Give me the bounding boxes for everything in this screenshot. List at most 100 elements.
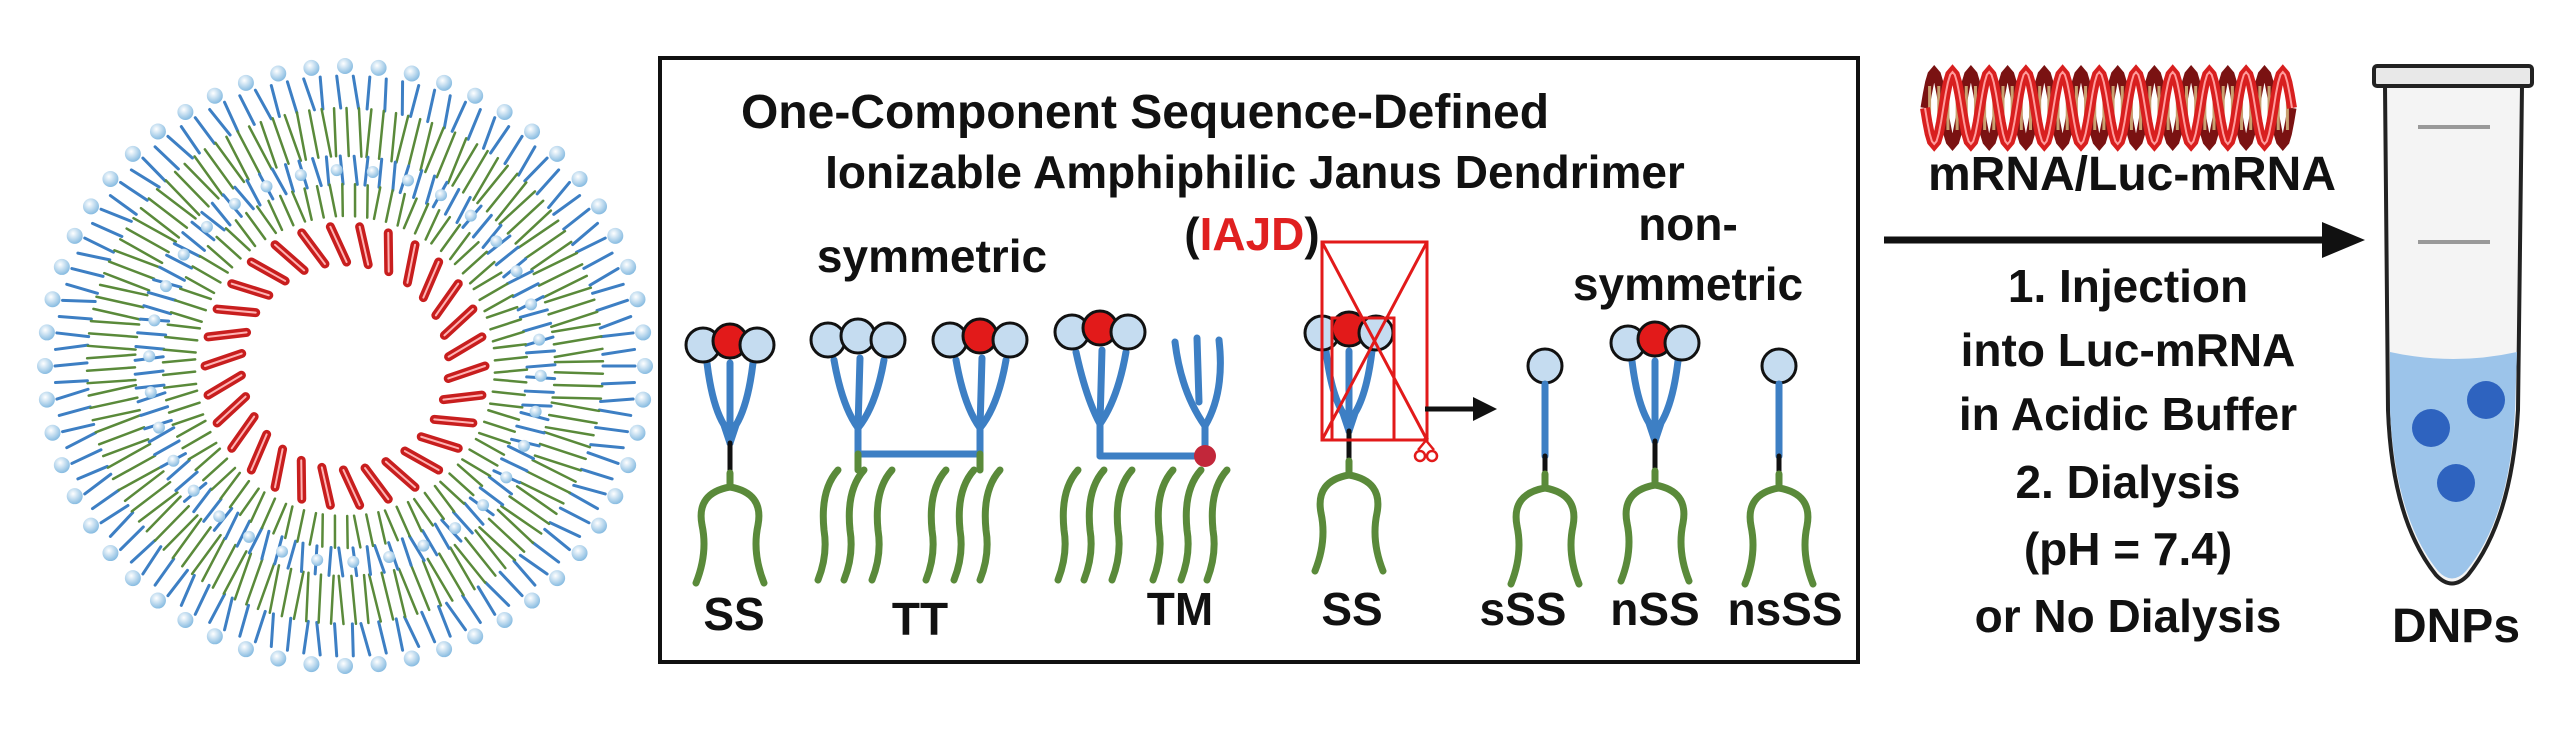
membrane-chain: [113, 249, 161, 269]
hydrophobic-tail: [1507, 470, 1549, 588]
membrane-chain: [478, 486, 505, 507]
membrane-chain: [201, 536, 226, 583]
membrane-chain: [365, 545, 373, 576]
membrane-chain: [426, 557, 454, 602]
membrane-chain: [453, 543, 487, 584]
lipid-head: [525, 298, 538, 311]
encapsulated-mrna-highlight: [447, 365, 486, 380]
membrane-chain: [558, 506, 591, 525]
process-step-line: 2. Dialysis: [2015, 456, 2240, 508]
lipid-head: [44, 291, 61, 308]
membrane-chain: [515, 485, 558, 516]
membrane-chain: [437, 604, 452, 638]
lipid-head: [534, 369, 547, 382]
lipid-head: [620, 258, 637, 275]
lipid-head: [435, 189, 448, 202]
hydrophilic-head: [991, 321, 1029, 359]
membrane-chain: [435, 131, 457, 179]
membrane-chain: [492, 343, 527, 350]
lipid-head: [206, 628, 223, 645]
membrane-chain: [76, 251, 112, 262]
membrane-chain: [267, 199, 284, 232]
lipid-head: [383, 550, 396, 563]
lipid-head: [177, 103, 194, 120]
membrane-chain: [448, 472, 475, 497]
membrane-chain: [496, 508, 535, 545]
membrane-chain: [530, 240, 573, 271]
encapsulated-mrna-highlight: [443, 308, 474, 337]
hydrophilic-branch: [1345, 347, 1376, 435]
membrane-chain: [332, 106, 338, 158]
membrane-chain: [55, 387, 90, 401]
nonsymmetric-label-line1: non-: [1638, 198, 1738, 250]
hydrophilic-head: [1760, 347, 1798, 385]
membrane-chain: [238, 487, 260, 517]
encapsulated-mrna-highlight: [447, 335, 483, 358]
membrane-chain: [451, 143, 479, 187]
membrane-chain: [162, 514, 199, 551]
membrane-chain: [269, 612, 275, 648]
membrane-chain: [478, 282, 509, 302]
membrane-chain: [597, 408, 633, 417]
membrane-chain: [208, 592, 227, 624]
lipid-head: [620, 457, 637, 474]
membrane-chain: [463, 501, 485, 526]
membrane-chain: [377, 109, 386, 161]
title-line-1: One-Component Sequence-Defined: [741, 86, 1549, 139]
lipid-head: [533, 333, 546, 346]
lipid-head: [571, 545, 588, 562]
membrane-chain: [377, 157, 384, 189]
membrane-chain: [83, 236, 115, 254]
membrane-chain: [543, 430, 592, 449]
membrane-chain: [85, 353, 137, 360]
hydrophobic-tail: [1541, 484, 1583, 588]
membrane-chain: [163, 382, 198, 389]
lipid-head: [524, 123, 541, 140]
membrane-chain: [430, 215, 452, 245]
membrane-chain: [517, 145, 537, 177]
membrane-chain: [153, 145, 180, 171]
membrane-chain: [141, 156, 167, 183]
hydrophilic-branch: [1193, 334, 1203, 406]
membrane-chain: [524, 229, 567, 260]
membrane-chain: [395, 505, 412, 538]
membrane-chain: [350, 574, 358, 626]
membrane-chain: [245, 211, 267, 241]
membrane-chain: [315, 620, 322, 657]
membrane-chain: [286, 539, 298, 570]
lipid-head: [303, 59, 320, 76]
membrane-chain: [403, 615, 421, 648]
membrane-chain: [308, 511, 318, 546]
membrane-chain: [394, 617, 405, 652]
membrane-chain: [302, 77, 316, 112]
hydrophilic-head: [1526, 347, 1564, 385]
lipid-head: [496, 612, 513, 629]
hydrophobic-tail: [1054, 466, 1082, 584]
membrane-chain: [53, 379, 89, 385]
membrane-chain: [99, 207, 133, 223]
encapsulated-mrna-highlight: [364, 467, 390, 501]
membrane-chain: [224, 227, 251, 252]
membrane-chain: [542, 274, 589, 299]
molecule-caption: TM: [1147, 583, 1213, 635]
membrane-chain: [223, 511, 240, 541]
membrane-chain: [324, 155, 331, 187]
lipid-head: [294, 169, 307, 182]
membrane-chain: [478, 526, 517, 562]
membrane-chain: [474, 529, 507, 570]
membrane-chain: [487, 475, 514, 496]
membrane-chain: [125, 227, 170, 254]
membrane-chain: [194, 447, 222, 472]
membrane-chain: [153, 557, 176, 587]
membrane-chain: [235, 519, 252, 548]
membrane-chain: [117, 465, 163, 492]
membrane-chain: [589, 443, 625, 450]
membrane-chain: [483, 294, 514, 313]
membrane-chain: [291, 190, 307, 223]
membrane-chain: [359, 622, 372, 657]
membrane-chain: [433, 522, 451, 550]
hydrophobic-tail: [1345, 471, 1387, 575]
membrane-chain: [103, 271, 151, 292]
membrane-chain: [433, 484, 456, 513]
membrane-chain: [476, 164, 509, 205]
